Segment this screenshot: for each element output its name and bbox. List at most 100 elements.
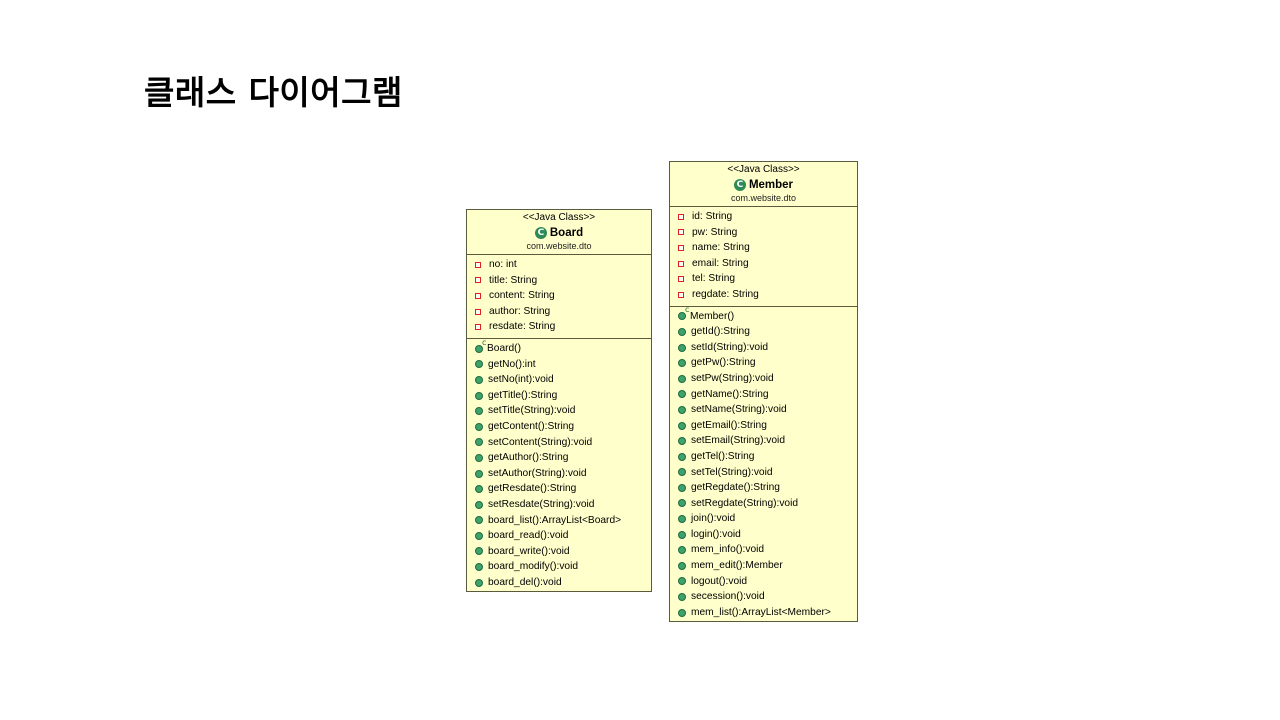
public-method-icon bbox=[475, 438, 483, 447]
method-row: setContent(String):void bbox=[467, 435, 651, 451]
method-row: setId(String):void bbox=[670, 340, 857, 356]
field-row: tel: String bbox=[670, 271, 857, 287]
method-text: getResdate():String bbox=[488, 483, 577, 495]
method-row: setNo(int):void bbox=[467, 372, 651, 388]
class-header: <<Java Class>> C Board com.website.dto bbox=[467, 210, 651, 255]
method-row: setResdate(String):void bbox=[467, 497, 651, 513]
field-text: content: String bbox=[489, 290, 555, 302]
public-method-icon bbox=[678, 546, 686, 555]
package-name: com.website.dto bbox=[730, 193, 797, 203]
constructor-icon bbox=[475, 339, 486, 353]
private-field-icon bbox=[678, 276, 684, 283]
field-row: no: int bbox=[467, 257, 651, 273]
public-method-icon bbox=[475, 453, 483, 462]
field-text: regdate: String bbox=[692, 288, 759, 300]
method-text: mem_edit():Member bbox=[691, 560, 783, 572]
method-row: login():void bbox=[670, 527, 857, 543]
constructor-text: Member() bbox=[690, 310, 735, 322]
public-method-icon bbox=[678, 452, 686, 461]
field-row: resdate: String bbox=[467, 319, 651, 335]
private-field-icon bbox=[678, 213, 684, 220]
public-method-icon bbox=[678, 608, 686, 617]
method-row: getId():String bbox=[670, 324, 857, 340]
method-row: mem_edit():Member bbox=[670, 558, 857, 574]
public-method-icon bbox=[475, 360, 483, 369]
public-method-icon bbox=[678, 468, 686, 477]
method-row: getTitle():String bbox=[467, 388, 651, 404]
class-icon: C bbox=[534, 227, 547, 239]
method-row: setEmail(String):void bbox=[670, 433, 857, 449]
private-field-icon bbox=[475, 261, 481, 268]
method-row: getRegdate():String bbox=[670, 480, 857, 496]
method-row: getResdate():String bbox=[467, 481, 651, 497]
method-text: board_write():void bbox=[488, 545, 570, 557]
public-method-icon bbox=[678, 327, 686, 336]
class-member: <<Java Class>> C Member com.website.dto … bbox=[669, 161, 858, 622]
public-method-icon bbox=[678, 405, 686, 414]
field-text: name: String bbox=[692, 242, 750, 254]
method-row: secession():void bbox=[670, 589, 857, 605]
constructor-text: Board() bbox=[487, 342, 521, 354]
method-row: board_del():void bbox=[467, 575, 651, 591]
private-field-icon bbox=[678, 291, 684, 298]
field-text: resdate: String bbox=[489, 321, 556, 333]
private-field-icon bbox=[678, 260, 684, 267]
public-method-icon bbox=[475, 407, 483, 416]
method-text: setName(String):void bbox=[691, 404, 787, 416]
method-text: getName():String bbox=[691, 388, 769, 400]
public-method-icon bbox=[475, 516, 483, 525]
constructor-row: Board() bbox=[467, 339, 651, 357]
method-row: setTel(String):void bbox=[670, 465, 857, 481]
method-row: getNo():int bbox=[467, 357, 651, 373]
slide-title: 클래스 다이어그램 bbox=[144, 73, 403, 112]
method-text: setTel(String):void bbox=[691, 466, 773, 478]
method-text: board_modify():void bbox=[488, 561, 579, 573]
public-method-icon bbox=[475, 500, 483, 509]
method-text: getEmail():String bbox=[691, 419, 767, 431]
field-row: regdate: String bbox=[670, 287, 857, 303]
field-text: tel: String bbox=[692, 273, 736, 285]
private-field-icon bbox=[475, 308, 481, 315]
method-text: mem_list():ArrayList<Member> bbox=[691, 606, 831, 618]
class-name-row: C Board bbox=[467, 225, 651, 241]
method-text: setResdate(String):void bbox=[488, 498, 595, 510]
field-row: content: String bbox=[467, 288, 651, 304]
stereotype: <<Java Class>> bbox=[522, 212, 596, 223]
public-method-icon bbox=[678, 499, 686, 508]
public-method-icon bbox=[678, 437, 686, 446]
method-text: setContent(String):void bbox=[488, 436, 593, 448]
method-text: getId():String bbox=[691, 326, 750, 338]
public-method-icon bbox=[475, 375, 483, 384]
methods-section: Board() getNo():intsetNo(int):voidgetTitl… bbox=[467, 339, 651, 593]
public-method-icon bbox=[678, 421, 686, 430]
public-method-icon bbox=[475, 422, 483, 431]
public-method-icon bbox=[678, 593, 686, 602]
class-header: <<Java Class>> C Member com.website.dto bbox=[670, 162, 857, 207]
public-method-icon bbox=[475, 578, 483, 587]
public-method-icon bbox=[678, 343, 686, 352]
method-row: getEmail():String bbox=[670, 418, 857, 434]
method-text: mem_info():void bbox=[691, 544, 765, 556]
method-text: getAuthor():String bbox=[488, 452, 569, 464]
method-row: setPw(String):void bbox=[670, 371, 857, 387]
method-row: mem_info():void bbox=[670, 542, 857, 558]
method-row: join():void bbox=[670, 511, 857, 527]
public-method-icon bbox=[475, 391, 483, 400]
method-row: getName():String bbox=[670, 387, 857, 403]
field-row: pw: String bbox=[670, 225, 857, 241]
public-method-icon bbox=[475, 531, 483, 540]
method-row: board_write():void bbox=[467, 544, 651, 560]
class-board: <<Java Class>> C Board com.website.dto n… bbox=[466, 209, 652, 592]
public-method-icon bbox=[678, 577, 686, 586]
method-text: getTitle():String bbox=[488, 389, 558, 401]
method-row: board_read():void bbox=[467, 528, 651, 544]
private-field-icon bbox=[678, 244, 684, 251]
public-method-icon bbox=[475, 563, 483, 572]
field-text: author: String bbox=[489, 305, 551, 317]
method-row: getAuthor():String bbox=[467, 450, 651, 466]
package-name: com.website.dto bbox=[526, 241, 592, 251]
public-method-icon bbox=[475, 547, 483, 556]
public-method-icon bbox=[678, 515, 686, 524]
field-row: name: String bbox=[670, 240, 857, 256]
